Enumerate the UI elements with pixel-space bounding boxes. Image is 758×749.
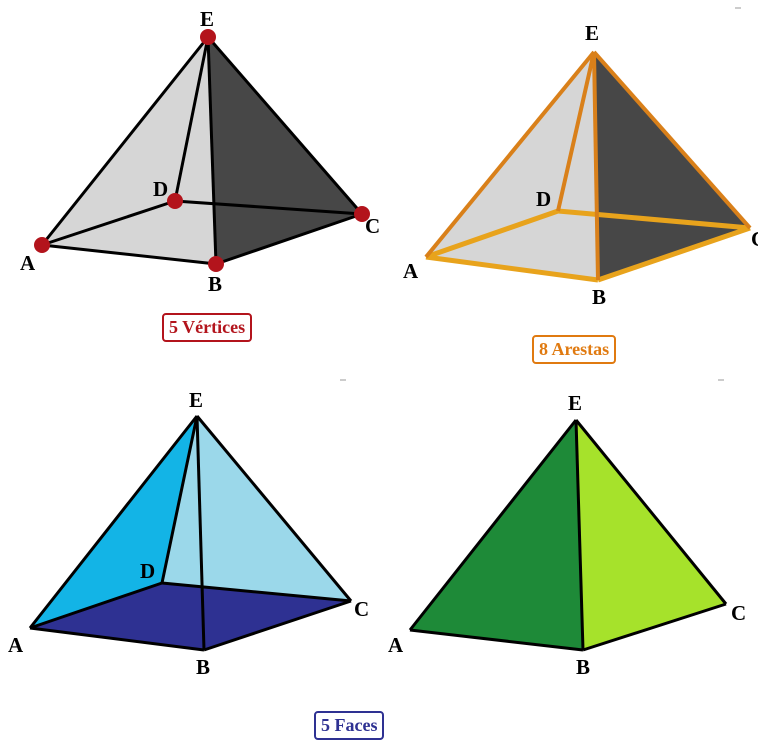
edge-dc (161, 581, 352, 603)
pyramid-faces-diagram: E D A B C (8, 388, 369, 679)
edge-be (195, 415, 206, 651)
vertex-label-b: B (592, 285, 606, 309)
edge-be (574, 419, 585, 651)
vertex-label-c: C (365, 214, 380, 238)
vertex-marker-c (354, 206, 370, 222)
face-right (594, 52, 750, 280)
edge-ad (425, 208, 559, 260)
hidden-edge-ad (41, 199, 176, 247)
vertex-label-c: C (354, 597, 369, 621)
vertex-label-a: A (388, 633, 404, 657)
hidden-edge-dc (174, 199, 363, 216)
edge-ae (408, 419, 578, 631)
pyramid-vertices-diagram: E D A B C (20, 7, 380, 296)
vertex-label-c: C (731, 601, 746, 625)
face-front-right (576, 420, 726, 650)
edge-ae (424, 50, 596, 259)
edge-ae (28, 415, 199, 629)
edge-ce (592, 50, 752, 230)
edge-ab (29, 626, 205, 652)
edge-ad (29, 581, 163, 630)
edge-ce (206, 36, 364, 215)
edge-bc (203, 599, 352, 652)
edge-ab (41, 243, 217, 266)
vertex-label-d: D (153, 177, 168, 201)
edge-ce (574, 419, 728, 605)
edge-ae (40, 36, 210, 246)
edge-dc (557, 208, 751, 231)
vertex-marker-d (167, 193, 183, 209)
vertex-marker-e (200, 29, 216, 45)
vertex-label-b: B (196, 655, 210, 679)
vertex-label-b: B (576, 655, 590, 679)
vertex-marker-b (208, 256, 224, 272)
edge-bc (582, 602, 727, 652)
face-front-left (410, 420, 583, 650)
caption-edges: 8 Arestas (532, 335, 617, 364)
pyramid-edges-diagram: E D A B C (403, 21, 758, 309)
edge-de (160, 415, 199, 584)
face-left (426, 52, 598, 280)
edge-bc (215, 212, 363, 266)
vertex-label-e: E (189, 388, 203, 412)
hidden-edge-de (173, 36, 210, 202)
face-base (30, 583, 351, 650)
vertex-label-d: D (140, 559, 155, 583)
edge-de (556, 51, 596, 212)
pyramid-solid-diagram: E A B C (388, 391, 746, 679)
edge-ab (409, 628, 584, 652)
vertex-label-e: E (585, 21, 599, 45)
vertex-marker-a (34, 237, 50, 253)
face-left (42, 37, 216, 264)
vertex-label-a: A (20, 251, 36, 275)
vertex-label-e: E (200, 7, 214, 31)
vertex-label-a: A (403, 259, 419, 283)
vertex-label-b: B (208, 272, 222, 296)
vertex-label-e: E (568, 391, 582, 415)
vertex-label-a: A (8, 633, 24, 657)
face-back-right (162, 416, 351, 601)
edge-be (592, 51, 600, 281)
edge-ce (195, 415, 353, 602)
caption-vertices: 5 Vértices (162, 313, 253, 342)
face-right (208, 37, 362, 264)
caption-faces: 5 Faces (314, 711, 385, 740)
vertex-label-c: C (751, 227, 758, 251)
edge-be (206, 36, 218, 265)
edge-ab (425, 254, 599, 283)
edge-bc (597, 225, 751, 283)
vertex-label-d: D (536, 187, 551, 211)
